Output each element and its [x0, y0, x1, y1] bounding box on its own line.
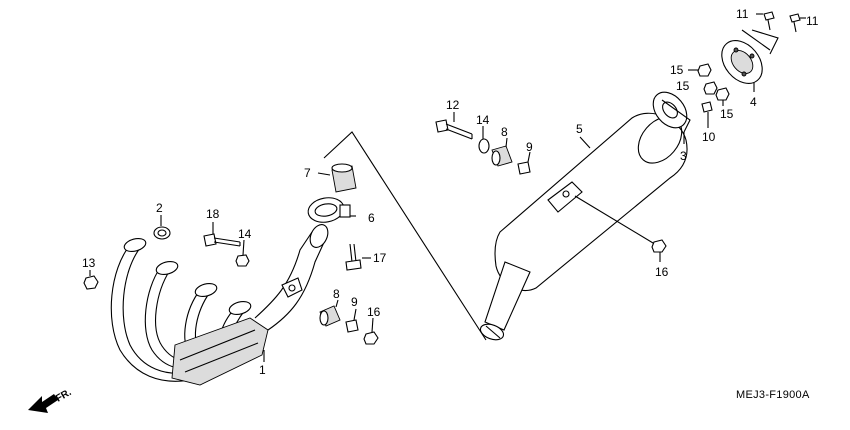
screw-part-11-right	[789, 13, 806, 33]
grommet-part-8-left	[319, 299, 341, 327]
bolt-part-17	[345, 243, 371, 271]
collar-part-9-right	[517, 151, 531, 175]
washer-part-14-right	[478, 126, 490, 154]
bolt-part-12	[435, 112, 473, 140]
gasket-part-2	[153, 215, 171, 240]
callout-label: 4	[750, 95, 757, 109]
callout-label: 12	[446, 98, 460, 112]
callout-label: 16	[367, 305, 381, 319]
screw-part-11-left	[756, 11, 775, 31]
callout-label: 9	[351, 295, 358, 309]
nut-part-14-left	[235, 239, 250, 267]
callout-label: 13	[82, 256, 96, 270]
callout-label: 15	[720, 107, 734, 121]
callout-label: 16	[655, 265, 669, 279]
cover-part-4	[721, 29, 779, 92]
callout-label: 3	[680, 149, 687, 163]
clamp-part-6	[307, 197, 356, 223]
front-direction-arrow: FR.	[28, 387, 74, 413]
exhaust-manifold-part-1	[110, 224, 329, 386]
nut-part-16-left	[363, 317, 379, 345]
callout-label: 5	[576, 122, 583, 136]
callout-label: 1	[259, 363, 266, 377]
nut-part-15-c	[715, 87, 730, 106]
bolt-part-18	[203, 222, 241, 247]
end-cap-part-3	[652, 91, 691, 144]
nut-part-15-a	[688, 63, 712, 77]
callout-label: 8	[501, 125, 508, 139]
callout-label: 18	[206, 207, 220, 221]
nut-part-13	[83, 270, 99, 290]
callout-label: 15	[670, 63, 684, 77]
callout-label: 11	[736, 7, 749, 21]
callout-label: 11	[806, 14, 819, 28]
callout-label: 14	[238, 227, 252, 241]
callout-label: 7	[304, 166, 311, 180]
muffler-part-5	[479, 112, 688, 341]
grommet-part-8-right	[491, 137, 513, 167]
callout-label: 10	[702, 130, 716, 144]
callout-label: 17	[373, 251, 387, 265]
callout-label: 14	[476, 113, 490, 127]
callout-label: 9	[526, 140, 533, 154]
callout-label: 15	[676, 79, 690, 93]
callout-label: 8	[333, 287, 340, 301]
nut-part-15-b	[703, 81, 718, 95]
nut-part-16-right	[651, 239, 667, 262]
figure-code: MEJ3-F1900A	[736, 389, 810, 401]
collar-part-9-left	[345, 308, 359, 333]
callout-label: 6	[368, 211, 375, 225]
seal-ring-part-7	[317, 163, 357, 193]
callout-labels: 1 2 3 4 5 6 7 8 8 9 9 10 11 11 12 13 14 …	[82, 7, 819, 377]
callout-label: 2	[156, 201, 163, 215]
assembly-separator-line	[323, 131, 487, 341]
direction-label: FR.	[54, 387, 74, 405]
bolt-part-10	[701, 101, 713, 128]
